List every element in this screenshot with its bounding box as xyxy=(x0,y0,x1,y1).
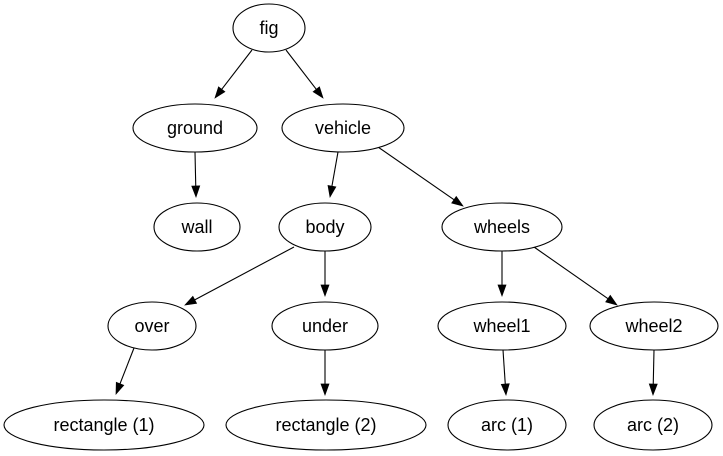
edges-layer xyxy=(115,49,658,397)
node-wheel1[interactable]: wheel1 xyxy=(437,301,567,351)
node-wheel2[interactable]: wheel2 xyxy=(589,301,719,351)
node-label: wheel1 xyxy=(472,316,530,336)
node-shape-ellipse[interactable] xyxy=(447,399,567,451)
arrowhead-icon xyxy=(605,294,618,306)
node-label: wheel2 xyxy=(624,316,682,336)
node-label: rectangle (2) xyxy=(275,415,376,435)
node-label: arc (1) xyxy=(481,415,533,435)
node-rectangle2[interactable]: rectangle (2) xyxy=(225,399,427,451)
edge-over-to-rectangle1 xyxy=(115,347,135,395)
node-label: arc (2) xyxy=(627,415,679,435)
node-label: rectangle (1) xyxy=(53,415,154,435)
node-arc1[interactable]: arc (1) xyxy=(447,399,567,451)
node-shape-ellipse[interactable] xyxy=(589,301,719,351)
arrowhead-icon xyxy=(115,381,125,395)
edge-shaft xyxy=(377,146,455,201)
node-shape-ellipse[interactable] xyxy=(278,202,372,252)
node-shape-ellipse[interactable] xyxy=(107,301,197,351)
node-shape-ellipse[interactable] xyxy=(153,202,241,252)
node-shape-ellipse[interactable] xyxy=(3,399,205,451)
arrowhead-icon xyxy=(191,185,201,199)
edge-wheel1-to-arc1 xyxy=(500,349,510,397)
arrowhead-icon xyxy=(320,383,330,397)
arrowhead-icon xyxy=(320,284,330,298)
node-under[interactable]: under xyxy=(271,301,379,351)
node-label: over xyxy=(134,316,169,336)
arrowhead-icon xyxy=(184,295,198,306)
edge-body-to-over xyxy=(184,246,295,306)
arrowhead-icon xyxy=(500,383,510,397)
node-wall[interactable]: wall xyxy=(153,202,241,252)
node-fig[interactable]: fig xyxy=(232,3,306,53)
arrowhead-icon xyxy=(451,195,464,207)
node-shape-ellipse[interactable] xyxy=(232,3,306,53)
node-label: under xyxy=(302,316,348,336)
edge-fig-to-vehicle xyxy=(285,49,324,99)
edge-shaft xyxy=(331,151,339,187)
arrowhead-icon xyxy=(497,284,507,298)
arrowhead-icon xyxy=(312,86,324,99)
node-label: ground xyxy=(167,118,223,138)
arrowhead-icon xyxy=(648,383,658,397)
node-label: vehicle xyxy=(315,118,371,138)
edge-under-to-rectangle2 xyxy=(320,350,330,397)
edge-shaft xyxy=(533,246,609,300)
edge-wheels-to-wheel2 xyxy=(533,246,618,306)
node-shape-ellipse[interactable] xyxy=(281,103,405,153)
arrowhead-icon xyxy=(327,185,337,199)
node-label: fig xyxy=(259,18,278,38)
edge-shaft xyxy=(285,49,317,90)
node-label: wheels xyxy=(473,217,530,237)
edge-shaft xyxy=(194,151,197,187)
edge-shaft xyxy=(652,349,655,385)
edge-shaft xyxy=(502,349,506,385)
node-ground[interactable]: ground xyxy=(132,103,258,153)
node-shape-ellipse[interactable] xyxy=(271,301,379,351)
edge-shaft xyxy=(119,347,135,384)
edge-ground-to-wall xyxy=(191,151,201,199)
edge-vehicle-to-body xyxy=(327,151,339,199)
node-shape-ellipse[interactable] xyxy=(593,399,713,451)
node-wheels[interactable]: wheels xyxy=(441,202,563,252)
edge-wheels-to-wheel1 xyxy=(497,251,507,298)
edge-vehicle-to-wheels xyxy=(377,146,464,207)
node-shape-ellipse[interactable] xyxy=(437,301,567,351)
edge-fig-to-ground xyxy=(214,49,253,99)
node-over[interactable]: over xyxy=(107,301,197,351)
arrowhead-icon xyxy=(214,86,226,99)
node-vehicle[interactable]: vehicle xyxy=(281,103,405,153)
node-shape-ellipse[interactable] xyxy=(441,202,563,252)
node-body[interactable]: body xyxy=(278,202,372,252)
node-arc2[interactable]: arc (2) xyxy=(593,399,713,451)
node-label: wall xyxy=(180,217,212,237)
edge-body-to-under xyxy=(320,251,330,298)
edge-shaft xyxy=(221,49,253,90)
nodes-layer: fig ground vehicle wall body wheels over under w… xyxy=(3,3,719,451)
node-shape-ellipse[interactable] xyxy=(132,103,258,153)
edge-wheel2-to-arc2 xyxy=(648,349,658,397)
edge-shaft xyxy=(194,246,295,301)
node-label: body xyxy=(305,217,344,237)
node-rectangle1[interactable]: rectangle (1) xyxy=(3,399,205,451)
node-shape-ellipse[interactable] xyxy=(225,399,427,451)
